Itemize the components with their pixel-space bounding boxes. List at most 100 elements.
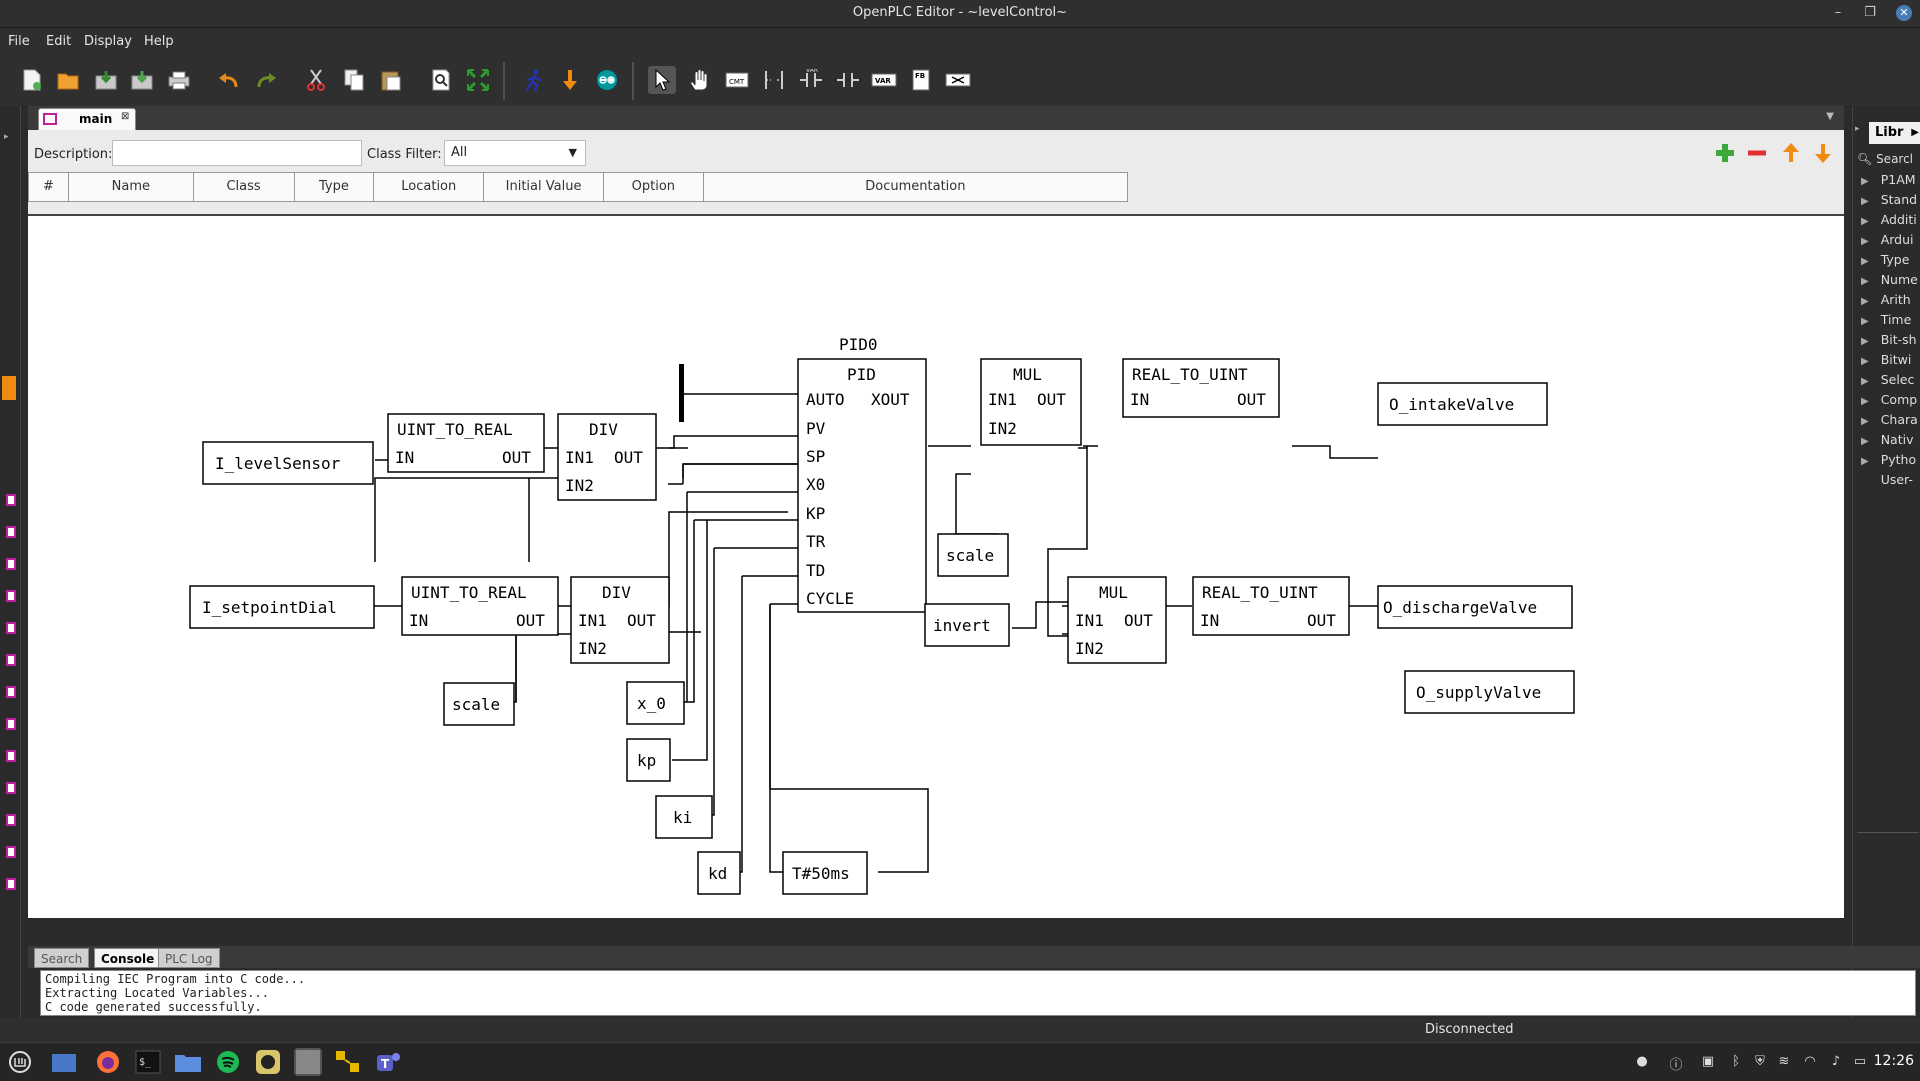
column-header[interactable]: # — [29, 173, 69, 201]
library-item[interactable]: ▶Nativ — [1861, 432, 1914, 447]
column-header[interactable]: Location — [374, 173, 485, 201]
library-item[interactable]: ▶Time — [1861, 312, 1911, 327]
variable-cycle-time[interactable]: T#50ms — [782, 851, 868, 895]
variable-block-icon[interactable] — [6, 494, 16, 506]
remove-variable-button[interactable] — [1744, 140, 1770, 166]
variable-block-icon[interactable] — [6, 526, 16, 538]
battery-icon[interactable]: ▭ — [1853, 1054, 1867, 1069]
library-item[interactable]: ▶Selec — [1861, 372, 1914, 387]
library-item[interactable]: ▶Pytho — [1861, 452, 1916, 467]
variable-kd[interactable]: kd — [697, 851, 741, 895]
transfer-icon[interactable] — [556, 66, 584, 94]
undo-icon[interactable] — [215, 66, 243, 94]
mul-block[interactable]: MUL IN1 IN2 OUT — [1067, 576, 1167, 664]
menu-edit[interactable]: Edit — [46, 34, 72, 49]
variable-block-icon[interactable] — [6, 590, 16, 602]
vpn-icon[interactable]: ≋ — [1778, 1054, 1790, 1069]
wifi-icon[interactable]: ◠ — [1804, 1054, 1816, 1069]
variable-block-icon[interactable] — [6, 846, 16, 858]
div-block[interactable]: DIV IN1 IN2 OUT — [570, 576, 670, 664]
variable-block-icon[interactable] — [6, 750, 16, 762]
variable-i-levelsensor[interactable]: I_levelSensor — [202, 441, 374, 485]
update-tray-icon[interactable]: ⓘ — [1669, 1058, 1683, 1073]
save-icon[interactable] — [92, 66, 120, 94]
files-icon[interactable] — [50, 1048, 78, 1076]
collapse-arrow-icon[interactable]: ▸ — [1855, 124, 1860, 134]
column-header[interactable]: Option — [604, 173, 704, 201]
shield-icon[interactable]: ⛨ — [1755, 1054, 1765, 1069]
function-block-icon[interactable]: FB — [907, 66, 935, 94]
class-filter-select[interactable]: All ▼ — [444, 140, 586, 166]
arduino-upload-icon[interactable] — [593, 66, 621, 94]
tab-search[interactable]: Search — [34, 948, 90, 968]
variable-block-icon[interactable] — [6, 558, 16, 570]
tab-list-dropdown-icon[interactable]: ▼ — [1826, 111, 1834, 122]
firefox-icon[interactable] — [94, 1048, 122, 1076]
library-item[interactable]: ▶Type — [1861, 252, 1909, 267]
openplc-editor-icon[interactable] — [294, 1048, 322, 1076]
column-header[interactable]: Name — [69, 173, 194, 201]
library-item[interactable]: ▶Arith — [1861, 292, 1911, 307]
power-rail-icon[interactable] — [760, 66, 788, 94]
column-header[interactable]: Class — [194, 173, 295, 201]
copy-icon[interactable] — [340, 66, 368, 94]
bluetooth-icon[interactable]: ᛒ — [1732, 1054, 1740, 1069]
folder-icon[interactable] — [174, 1048, 202, 1076]
div-block[interactable]: DIV IN1 IN2 OUT — [557, 413, 657, 501]
library-item[interactable]: ▶User- — [1861, 472, 1913, 487]
start-menu-icon[interactable] — [6, 1048, 34, 1076]
teams-tray-icon[interactable]: ▣ — [1701, 1054, 1715, 1069]
variable-scale[interactable]: scale — [443, 682, 515, 726]
library-item[interactable]: ▶Comp — [1861, 392, 1917, 407]
library-item[interactable]: ▶Bitwi — [1861, 352, 1911, 367]
variable-invert[interactable]: invert — [924, 603, 1010, 647]
expand-arrow-icon[interactable]: ▸ — [4, 132, 9, 142]
cut-icon[interactable] — [302, 66, 330, 94]
add-variable-button[interactable] — [1712, 140, 1738, 166]
mul-block[interactable]: MUL IN1 IN2 OUT — [980, 358, 1082, 446]
maximize-icon[interactable]: ❐ — [1864, 5, 1876, 20]
variable-kp[interactable]: kp — [626, 738, 671, 782]
variable-block-icon[interactable] — [6, 686, 16, 698]
var-block-icon[interactable]: VAR — [870, 66, 898, 94]
coil-icon[interactable] — [944, 66, 972, 94]
redo-icon[interactable] — [252, 66, 280, 94]
print-icon[interactable] — [165, 66, 193, 94]
library-item[interactable]: ▶Ardui — [1861, 232, 1914, 247]
variable-o-supplyvalve[interactable]: O_supplyValve — [1404, 670, 1575, 714]
minimize-icon[interactable]: – — [1834, 5, 1842, 20]
run-simulation-icon[interactable] — [520, 66, 548, 94]
pid-block[interactable]: PID0 PID AUTO PV SP X0 KP TR TD CYCLE XO… — [797, 335, 927, 613]
library-tab[interactable]: Libr▶ — [1869, 122, 1920, 144]
library-item[interactable]: ▶Chara — [1861, 412, 1918, 427]
fbd-diagram-canvas[interactable]: PID0 PID AUTO PV SP X0 KP TR TD CYCLE XO… — [28, 214, 1844, 918]
console-output[interactable]: Compiling IEC Program into C code... Ext… — [40, 970, 1916, 1016]
uint-to-real-block[interactable]: UINT_TO_REAL IN OUT — [387, 413, 545, 473]
library-item[interactable]: ▶Additi — [1861, 212, 1917, 227]
variable-scale[interactable]: scale — [937, 533, 1009, 577]
terminal-icon[interactable]: $_ — [134, 1048, 162, 1076]
search-in-project-icon[interactable] — [427, 66, 455, 94]
select-pointer-icon[interactable] — [648, 66, 676, 94]
move-up-button[interactable] — [1778, 140, 1804, 166]
tab-main[interactable]: main ⊠ — [38, 108, 136, 131]
menu-file[interactable]: File — [8, 34, 30, 49]
comment-icon[interactable]: CMT — [723, 66, 751, 94]
zoom-fit-icon[interactable] — [464, 66, 492, 94]
spotify-icon[interactable] — [214, 1048, 242, 1076]
close-icon[interactable]: ✕ — [1896, 5, 1912, 21]
tab-console[interactable]: Console — [94, 948, 162, 968]
variable-block-icon[interactable] — [6, 878, 16, 890]
library-item[interactable]: ▶Stand — [1861, 192, 1917, 207]
real-to-uint-block[interactable]: REAL_TO_UINT IN OUT — [1192, 576, 1350, 636]
menu-help[interactable]: Help — [144, 34, 174, 49]
save-as-icon[interactable] — [128, 66, 156, 94]
app-compass-icon[interactable] — [254, 1048, 282, 1076]
variable-icon[interactable]: VAR — [797, 66, 825, 94]
open-folder-icon[interactable] — [54, 66, 82, 94]
variable-block-icon[interactable] — [6, 782, 16, 794]
column-header[interactable]: Documentation — [865, 179, 966, 194]
variable-o-intakevalve[interactable]: O_intakeValve — [1377, 382, 1548, 426]
variable-block-icon[interactable] — [6, 718, 16, 730]
variable-block-icon[interactable] — [6, 622, 16, 634]
